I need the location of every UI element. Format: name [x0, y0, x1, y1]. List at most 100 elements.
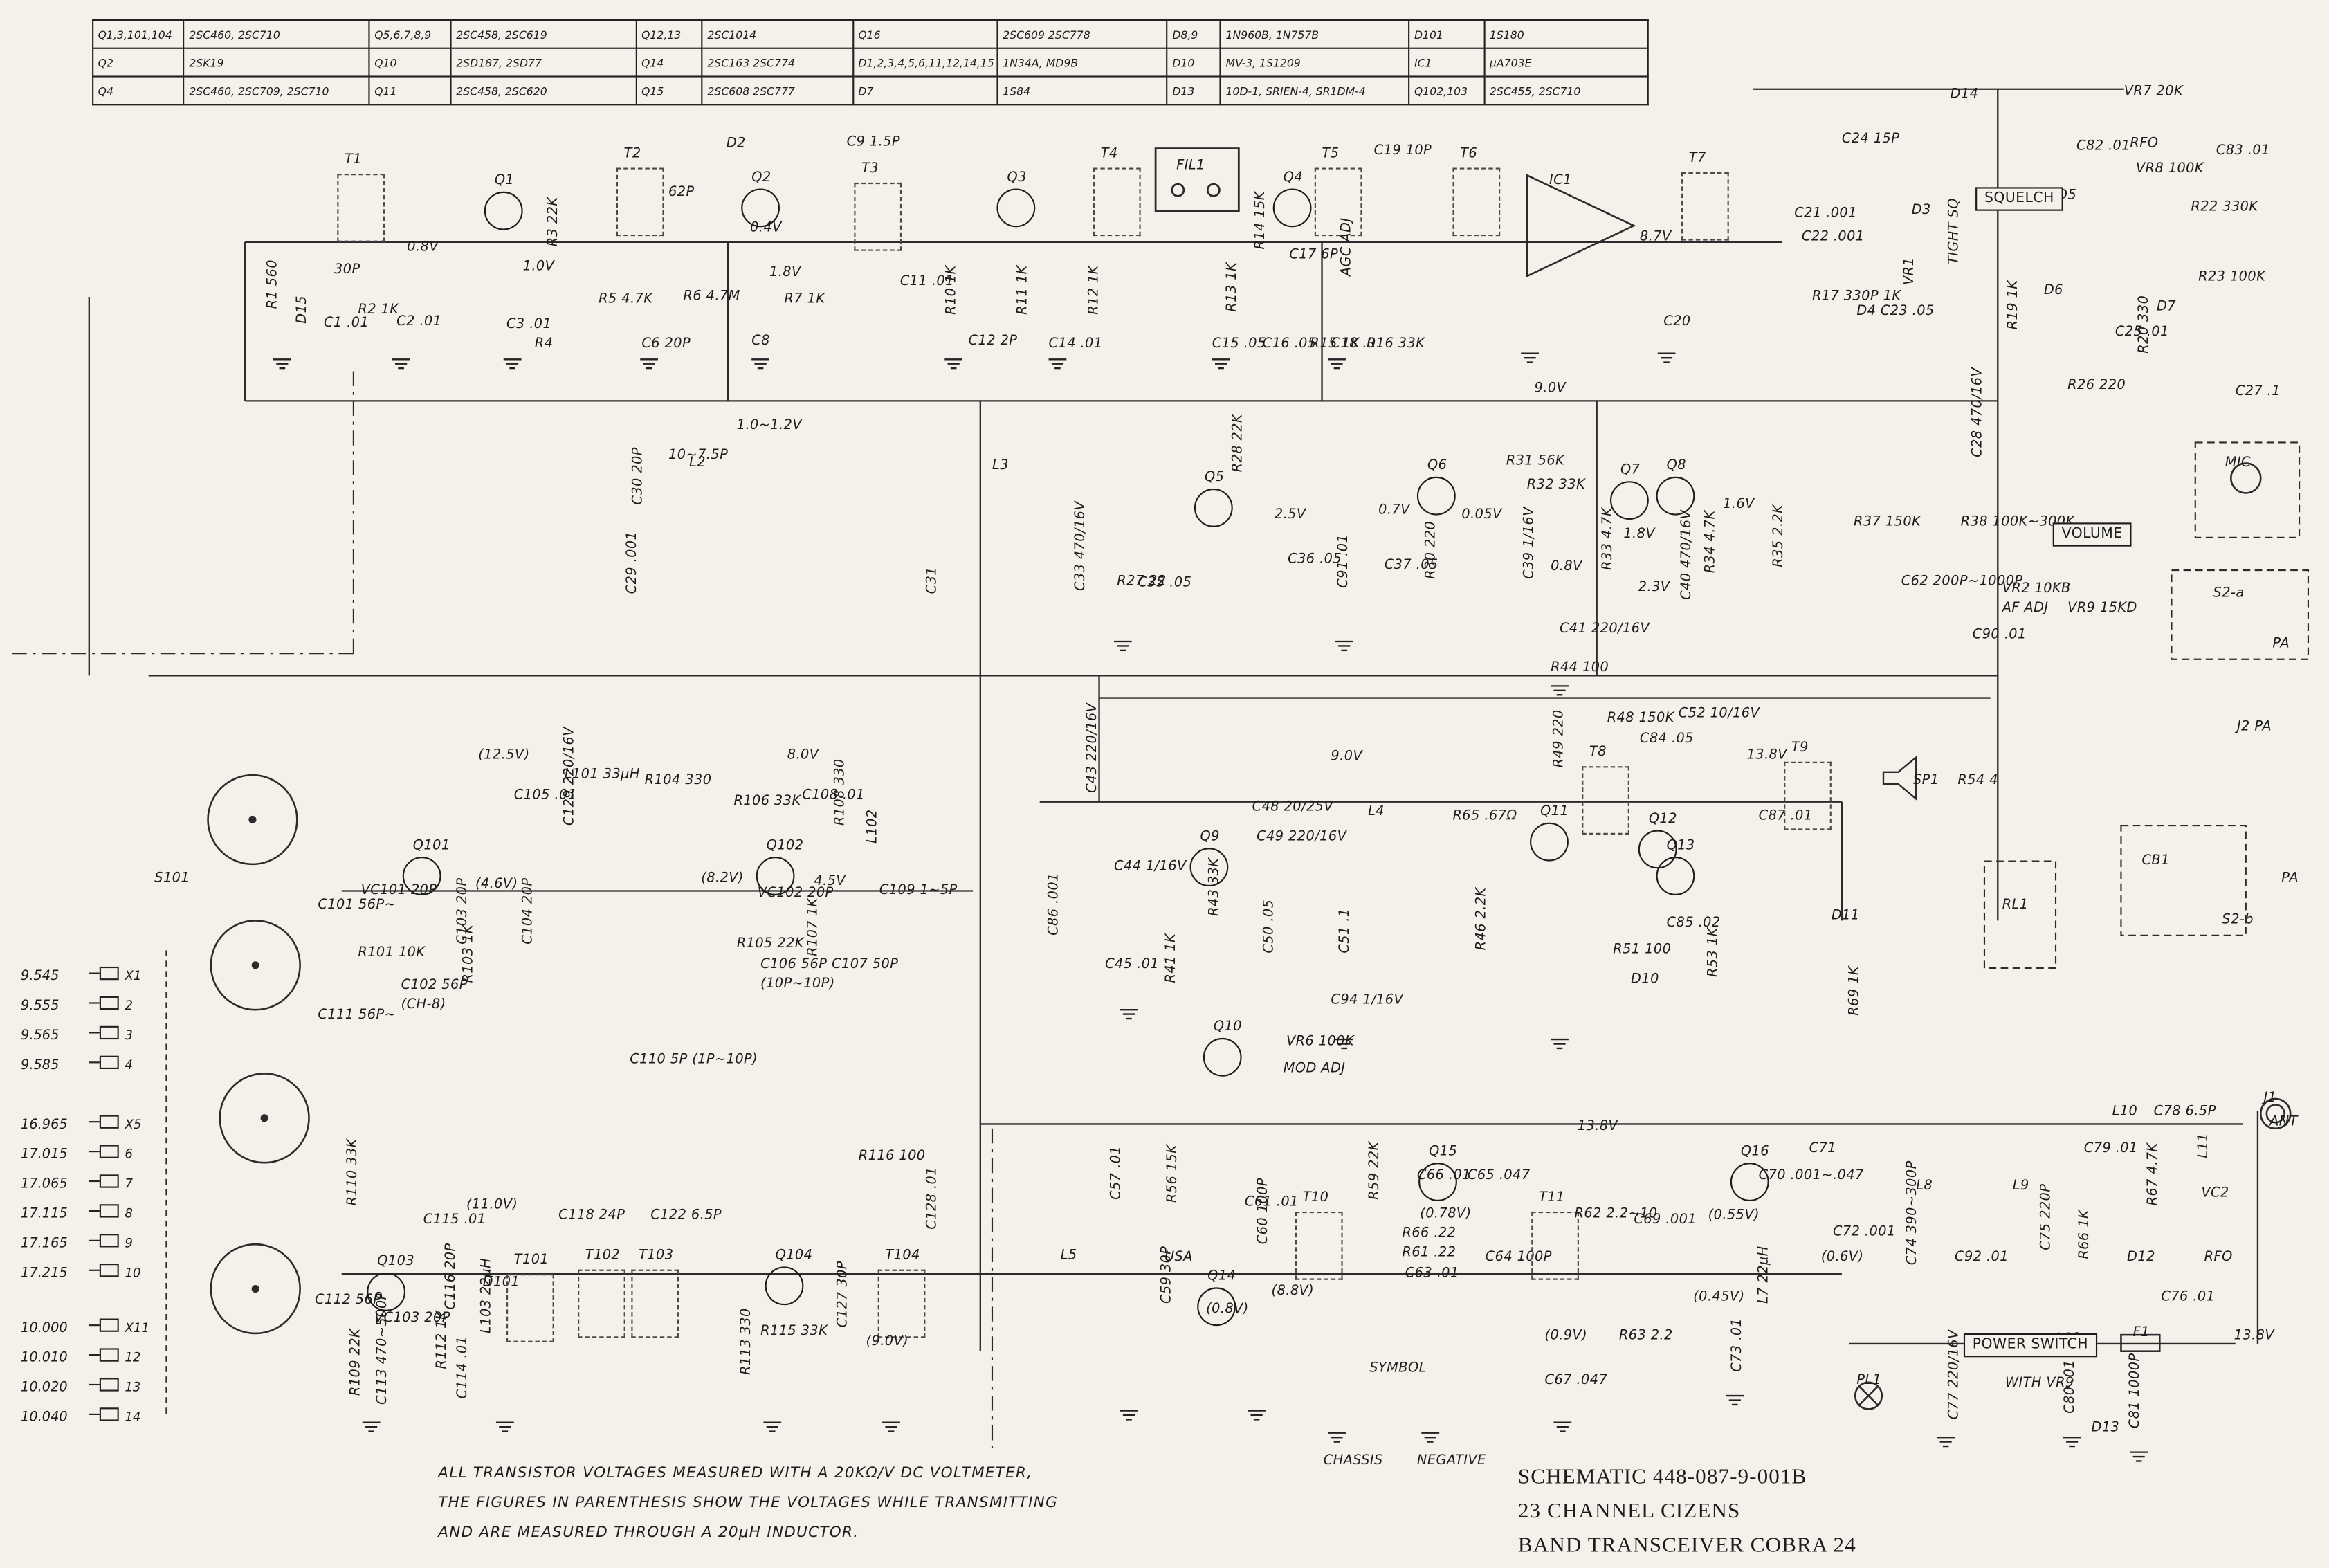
component-label: C82 .01 [2076, 139, 2131, 155]
component-label: C41 220/16V [1560, 622, 1650, 637]
component-label: C27 .1 [2235, 384, 2281, 400]
wire-stub [89, 972, 100, 974]
crystal-number: 2 [125, 999, 133, 1014]
component-label: R37 150K [1854, 515, 1921, 531]
component-label: L8 [1916, 1178, 1933, 1194]
component-label: SYMBOL [1369, 1361, 1427, 1377]
component-label: C1 .01 [323, 316, 369, 331]
component-label: C74 390~300P [1906, 1160, 1921, 1266]
component-label: C36 .05 [1288, 552, 1342, 567]
crystal-number: 13 [125, 1380, 141, 1396]
component-label: R59 22K [1368, 1141, 1383, 1200]
parts-table-cell: Q16 [852, 19, 998, 49]
transistor-label: Q12 [1638, 812, 1677, 872]
crystal-icon [99, 1264, 119, 1277]
component-label: WITH VR9 [2005, 1376, 2074, 1392]
component-label: C28 470/16V [1971, 367, 1986, 457]
transformer-label: T5 [1315, 147, 1361, 241]
wire-stub [89, 1032, 100, 1034]
wire-stub [89, 1180, 100, 1183]
component-label: C90 .01 [1972, 628, 2027, 644]
transistor-label: Q1 [484, 174, 524, 233]
component-label: R34 4.7K [1704, 510, 1719, 574]
component-label: C81 1000P [2128, 1353, 2144, 1429]
component-label: 9.0V [1331, 749, 1363, 765]
component-label: R112 1K [435, 1311, 450, 1369]
component-label: C50 .05 [1262, 899, 1278, 954]
wire-stub [89, 1151, 100, 1153]
parts-table-cell: 2SC609 2SC778 [996, 19, 1168, 49]
text-line: SCHEMATIC 448-087-9-001B [1517, 1465, 1807, 1490]
component-label: C48 20/25V [1252, 800, 1334, 816]
crystal-number: 8 [125, 1207, 133, 1223]
component-label: D12 [2127, 1250, 2155, 1266]
component-label: VR6 100K [1286, 1034, 1355, 1050]
transistor-label: Q13 [1656, 839, 1695, 898]
component-label: R106 33K [733, 794, 801, 810]
component-label: C52 10/16V [1678, 706, 1760, 722]
component-label: R66 .22 [1402, 1226, 1456, 1241]
component-label: (9.0V) [866, 1335, 909, 1350]
transformer-label: T3 [854, 161, 901, 255]
component-label: C21 .001 [1794, 206, 1857, 221]
crystal-number: 9 [125, 1237, 133, 1252]
component-label: C73 .01 [1730, 1318, 1746, 1372]
component-label: NEGATIVE [1416, 1453, 1486, 1469]
component-label: PA [2272, 637, 2290, 653]
title-block: SCHEMATIC 448-087-9-001B 23 CHANNEL CIZEN… [1518, 1461, 1856, 1562]
component-label: VC102 20P [757, 886, 834, 902]
component-label: C9 1.5P [846, 135, 900, 150]
crystal-icon [99, 1115, 119, 1129]
component-label: 0.8V [407, 240, 439, 256]
callout-box: POWER SWITCH [1963, 1333, 2097, 1358]
parts-table-cell: Q15 [635, 75, 703, 106]
component-label: VC101 20P [360, 883, 437, 899]
component-label: (11.0V) [466, 1198, 518, 1214]
transformer-label: T1 [337, 153, 384, 246]
wire-stub [89, 1210, 100, 1212]
component-label: R107 1K [806, 897, 822, 956]
wire-stub [89, 1383, 100, 1386]
parts-table-cell: 1S180 [1483, 19, 1649, 49]
component-label: (8.2V) [701, 871, 744, 887]
parts-table-cell: 2SC163 2SC774 [701, 47, 854, 78]
component-label: (CH-8) [401, 997, 446, 1013]
parts-table-cell: Q11 [368, 75, 452, 106]
crystal-icon [99, 1055, 119, 1069]
component-label: C106 56P [760, 958, 828, 973]
component-label: D6 [2043, 283, 2063, 299]
component-label: C59 30P [1160, 1246, 1176, 1304]
component-label: VR1 [1902, 257, 1918, 285]
component-label: R109 22K [349, 1328, 364, 1396]
component-label: S2-a [2213, 586, 2245, 602]
component-label: C51 .1 [1338, 908, 1353, 954]
frequency-label: 10.040 [21, 1410, 68, 1425]
speaker-symbol [1882, 755, 1917, 801]
transformer-label: T10 [1295, 1190, 1342, 1284]
component-label: R110 33K [346, 1138, 361, 1206]
text-line: 23 CHANNEL CIZENS [1517, 1499, 1741, 1524]
parts-table-cell: Q2 [92, 47, 185, 78]
component-label: C17 6P [1289, 248, 1339, 263]
component-label: VR7 20K [2124, 84, 2184, 100]
transformer-label: T6 [1452, 147, 1499, 241]
component-label: C70 .001~.047 [1758, 1168, 1864, 1184]
ic-amplifier-triangle [1526, 174, 1636, 278]
component-label: R108 330 [833, 758, 848, 826]
crystal-icon [99, 996, 119, 1010]
parts-table-cell: D7 [852, 75, 998, 106]
component-label: C16 .05 [1262, 337, 1317, 352]
component-label: C111 56P~ [318, 1008, 396, 1023]
component-label: FIL1 [1176, 158, 1205, 174]
transistor-label: Q104 [765, 1248, 813, 1309]
component-label: C49 220/16V [1257, 830, 1347, 845]
component-label: 10~7.5P [668, 448, 729, 464]
parts-table-cell: D10 [1166, 47, 1222, 78]
crystal-number: 12 [125, 1351, 141, 1367]
